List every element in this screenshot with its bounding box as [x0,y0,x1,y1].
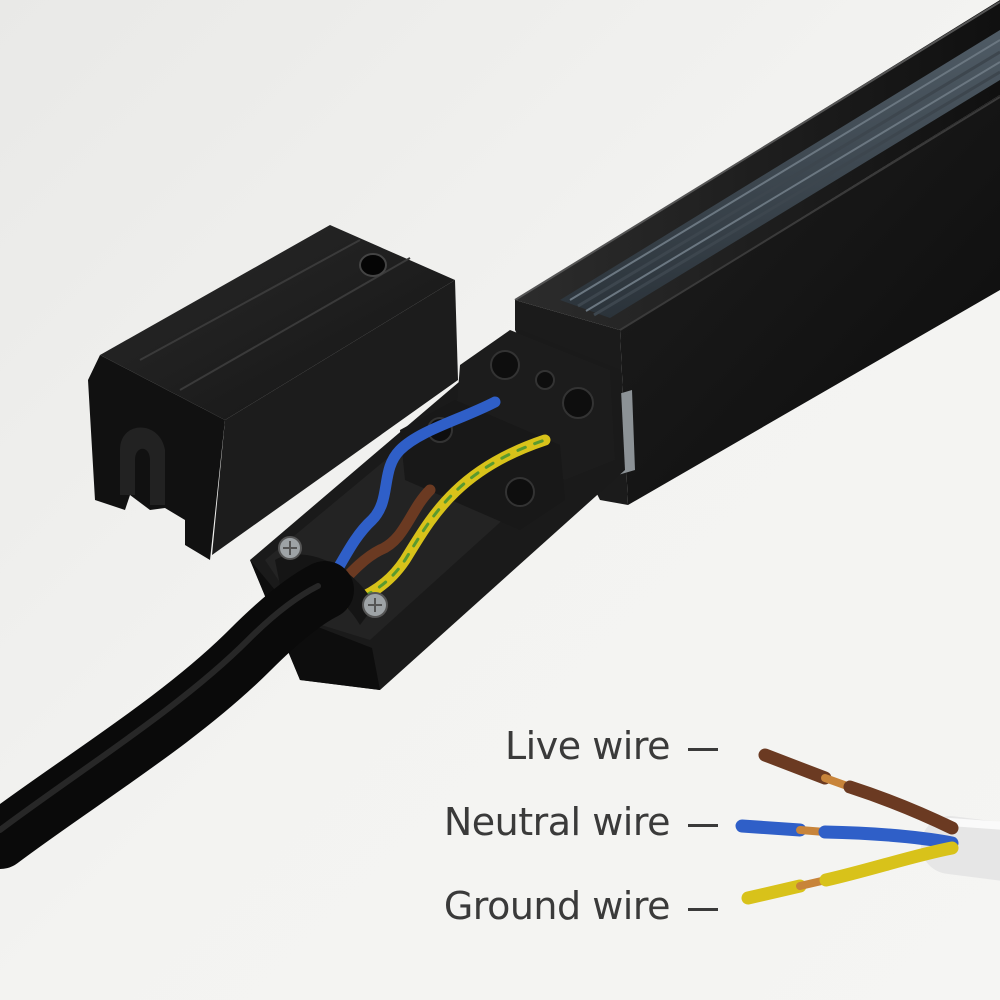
live-wire-label: Live wire [505,724,670,768]
stripped-cable [735,748,1000,905]
ground-wire-label: Ground wire [443,884,671,928]
terminal-block [400,330,615,530]
power-cable [0,561,354,869]
live-wire-pointer [688,748,718,751]
end-cap [88,225,458,560]
neutral-wire-label: Neutral wire [443,800,671,844]
ground-wire-pointer [688,908,718,911]
neutral-wire-pointer [688,824,718,827]
